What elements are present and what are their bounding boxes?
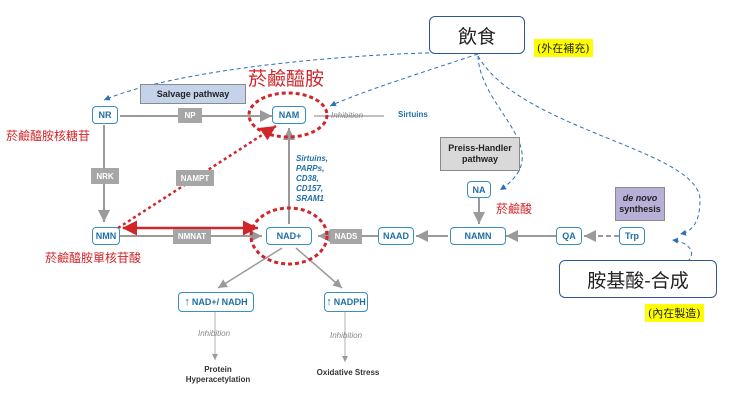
preiss-handler-header: Preiss-Handler pathway bbox=[440, 137, 520, 171]
enzyme-np: NP bbox=[178, 108, 202, 123]
amino-callout: 胺基酸-合成 bbox=[559, 260, 717, 298]
protein-hyperacetylation-label: Protein Hyperacetylation bbox=[185, 365, 251, 384]
salvage-pathway-header: Salvage pathway bbox=[140, 84, 246, 104]
node-trp: Trp bbox=[619, 227, 645, 245]
nadph-label: NADPH bbox=[333, 297, 366, 307]
enzyme-nampt: NAMPT bbox=[176, 170, 214, 186]
amino-to-trp-curve bbox=[671, 237, 692, 267]
node-nmn: NMN bbox=[92, 227, 120, 245]
nam-chinese-label: 菸鹼醯胺 bbox=[248, 68, 325, 90]
diet-callout: 飲食 bbox=[429, 16, 525, 54]
inhibition-sirtuins-label: Inhibition bbox=[331, 111, 364, 120]
node-nadph: ↑ NADPH bbox=[324, 292, 368, 312]
node-naad: NAAD bbox=[378, 227, 414, 245]
nad-consumers-label: Sirtuins, PARPs, CD38, CD157, SRAM1 bbox=[296, 154, 329, 203]
de-novo-header: de novo synthesis bbox=[615, 187, 665, 221]
enzyme-nmnat: NMNAT bbox=[173, 229, 211, 244]
amino-note: (內在製造) bbox=[645, 304, 704, 322]
diet-note: (外在補充) bbox=[534, 39, 593, 57]
enzyme-nrk: NRK bbox=[91, 168, 119, 184]
node-nad-nadh: ↑ NAD+/ NADH bbox=[178, 292, 254, 312]
sirtuins-label: Sirtuins bbox=[398, 110, 428, 119]
diet-to-trp-curve bbox=[477, 55, 701, 236]
node-nad: NAD+ bbox=[266, 227, 312, 245]
de-novo-line1: de novo bbox=[622, 193, 658, 203]
na-chinese-label: 菸鹼酸 bbox=[496, 202, 533, 216]
enzyme-nads: NADS bbox=[330, 229, 362, 244]
node-qa: QA bbox=[556, 227, 582, 245]
nad-to-nadh-arrow bbox=[217, 247, 283, 289]
node-na: NA bbox=[467, 181, 491, 198]
diet-to-nr-curve bbox=[103, 51, 479, 101]
nmn-nam-red-arrow bbox=[117, 124, 277, 230]
nad-nadh-label: NAD+/ NADH bbox=[191, 297, 248, 307]
node-namn: NAMN bbox=[450, 227, 506, 245]
inhibition-label-2: Inhibition bbox=[330, 331, 363, 340]
node-nam: NAM bbox=[272, 106, 306, 124]
up-arrow-icon: ↑ bbox=[184, 296, 190, 308]
node-nr: NR bbox=[92, 106, 118, 124]
nmn-chinese-label: 菸鹼醯胺單核苷酸 bbox=[45, 251, 142, 265]
nr-chinese-label: 菸鹼醯胺核糖苷 bbox=[6, 129, 91, 143]
diet-to-na-curve bbox=[477, 55, 523, 191]
nad-highlight-ellipse bbox=[249, 206, 329, 266]
de-novo-line2: synthesis bbox=[619, 204, 661, 214]
up-arrow-icon: ↑ bbox=[326, 296, 332, 308]
oxidative-stress-label: Oxidative Stress bbox=[316, 368, 380, 377]
diet-to-nam-curve bbox=[329, 53, 479, 107]
nam-highlight-ellipse bbox=[247, 91, 329, 139]
nad-to-nadph-arrow bbox=[295, 247, 343, 289]
inhibition-label-1: Inhibition bbox=[198, 329, 231, 338]
